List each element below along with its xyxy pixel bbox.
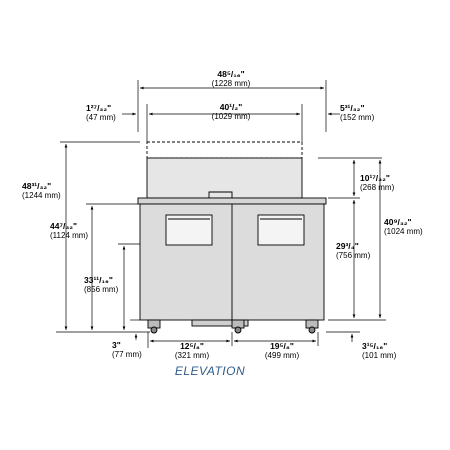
unit-outline	[137, 141, 327, 334]
caster-mid-wheel	[234, 326, 242, 334]
drawing-title: ELEVATION	[174, 364, 246, 378]
counter-top	[137, 197, 327, 205]
label-top-width: 40¹/₂" (1029 mm)	[211, 102, 251, 122]
label-caster-spacing: 12⁵/₈" (321 mm)	[174, 341, 210, 361]
label-counter-height: 44⁷/₃₂" (1124 mm)	[50, 221, 89, 241]
dimension-lines	[56, 80, 386, 348]
lid-dashed	[146, 141, 303, 159]
label-caster-height: 3" (77 mm)	[112, 340, 142, 360]
label-door-top-height: 33¹¹/₁₆" (856 mm)	[84, 275, 119, 295]
label-left-offset: 1²⁷/₃₂" (47 mm)	[86, 103, 116, 123]
left-door-handle	[165, 214, 213, 246]
label-right-offset: 5³¹/₃₂" (152 mm)	[340, 103, 375, 123]
kick-plate	[191, 319, 249, 327]
label-hood-height: 10¹⁷/₃₂" (268 mm)	[360, 173, 395, 193]
label-right-height: 40⁹/₃₂" (1024 mm)	[384, 217, 423, 237]
label-door-width: 19⁵/₈" (499 mm)	[264, 341, 300, 361]
caster-right-wheel	[308, 326, 316, 334]
right-door-handle	[257, 214, 305, 246]
label-cabinet-height: 29³/₄" (756 mm)	[336, 241, 371, 261]
label-overall-height: 48³¹/₃₂" (1244 mm)	[22, 181, 61, 201]
hood	[146, 157, 303, 199]
caster-left-wheel	[150, 326, 158, 334]
label-overall-width: 48⁵/₁₆" (1228 mm)	[211, 69, 251, 89]
hood-handle	[208, 191, 233, 198]
label-right-depth: 3¹⁵/₁₆" (101 mm)	[362, 341, 397, 361]
